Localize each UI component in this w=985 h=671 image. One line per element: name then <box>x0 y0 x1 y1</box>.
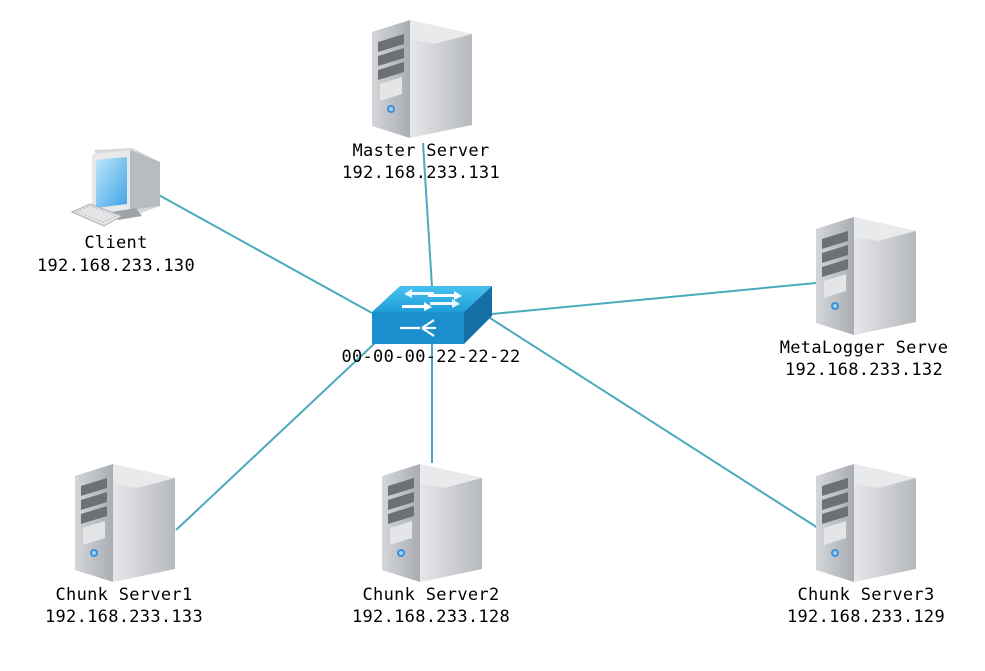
chunk-server1-icon <box>75 464 175 582</box>
chunk-server2-icon <box>382 464 482 582</box>
client-ip: 192.168.233.130 <box>36 256 196 276</box>
chunk-server1-name: Chunk Server1 <box>55 585 193 605</box>
link-client-switch <box>156 193 373 314</box>
master-server-icon <box>372 20 472 138</box>
chunk-server3-icon <box>816 464 916 582</box>
chunk-server3-name: Chunk Server3 <box>797 585 935 605</box>
link-master-switch <box>422 142 433 288</box>
master-server-ip: 192.168.233.131 <box>341 163 501 183</box>
link-metalogger-switch <box>491 282 817 315</box>
link-chunk1-switch <box>175 342 376 531</box>
chunk-server2-ip: 192.168.233.128 <box>351 607 511 627</box>
metalogger-server-name: MetaLogger Serve <box>779 338 949 358</box>
chunk-server1-ip: 192.168.233.133 <box>44 607 204 627</box>
chunk-server2-name: Chunk Server2 <box>362 585 500 605</box>
chunk-server3-ip: 192.168.233.129 <box>786 607 946 627</box>
metalogger-server-icon <box>816 217 916 335</box>
master-server-name: Master Server <box>352 141 490 161</box>
link-chunk3-switch <box>489 317 819 529</box>
switch-label: 00-00-00-22-22-22 <box>341 347 521 367</box>
client-name: Client <box>84 233 148 253</box>
network-switch-icon <box>372 286 492 344</box>
metalogger-server-ip: 192.168.233.132 <box>784 360 944 380</box>
client-computer-icon <box>70 148 160 227</box>
